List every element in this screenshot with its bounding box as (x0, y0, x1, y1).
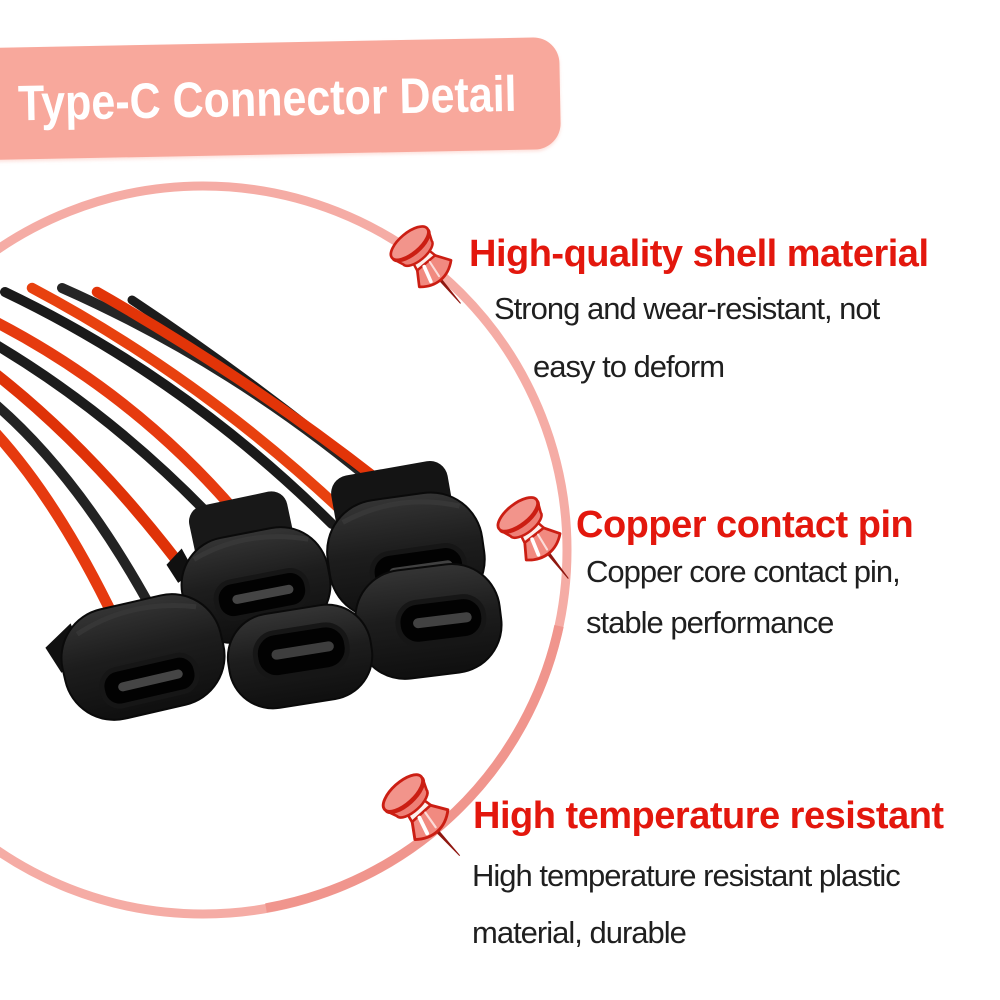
feature-body-line: material, durable (472, 915, 687, 950)
type-c-connector-1 (45, 593, 226, 721)
type-c-connector-5 (354, 563, 503, 680)
pushpin-icon (383, 218, 480, 321)
page-title: Type-C Connector Detail (17, 65, 518, 132)
connector-cluster (45, 461, 503, 721)
feature-body-line: easy to deform (533, 349, 725, 384)
black-wire (0, 287, 337, 529)
black-wire (0, 401, 155, 611)
pushpin-icon (490, 489, 589, 596)
highlight-circle (0, 181, 572, 919)
type-c-connector-3 (226, 603, 374, 710)
wires (0, 282, 460, 628)
feature-body-line: stable performance (586, 605, 834, 640)
feature-body-line: Copper core contact pin, (586, 554, 901, 589)
contact-tongue (232, 584, 294, 604)
red-wire (0, 370, 199, 588)
feature-heading: Copper contact pin (576, 504, 914, 546)
red-wire (26, 282, 376, 544)
red-wire (0, 429, 122, 628)
contact-tongue (118, 669, 183, 692)
title-banner: Type-C Connector Detail (0, 37, 562, 161)
feature-body-line: Strong and wear-resistant, not (494, 291, 880, 326)
feature-heading: High temperature resistant (473, 795, 944, 837)
feature-body-line: High temperature resistant plastic (472, 858, 901, 893)
contact-tongue (271, 641, 334, 660)
contact-tongue (413, 612, 472, 629)
feature-heading: High-quality shell material (469, 233, 929, 275)
